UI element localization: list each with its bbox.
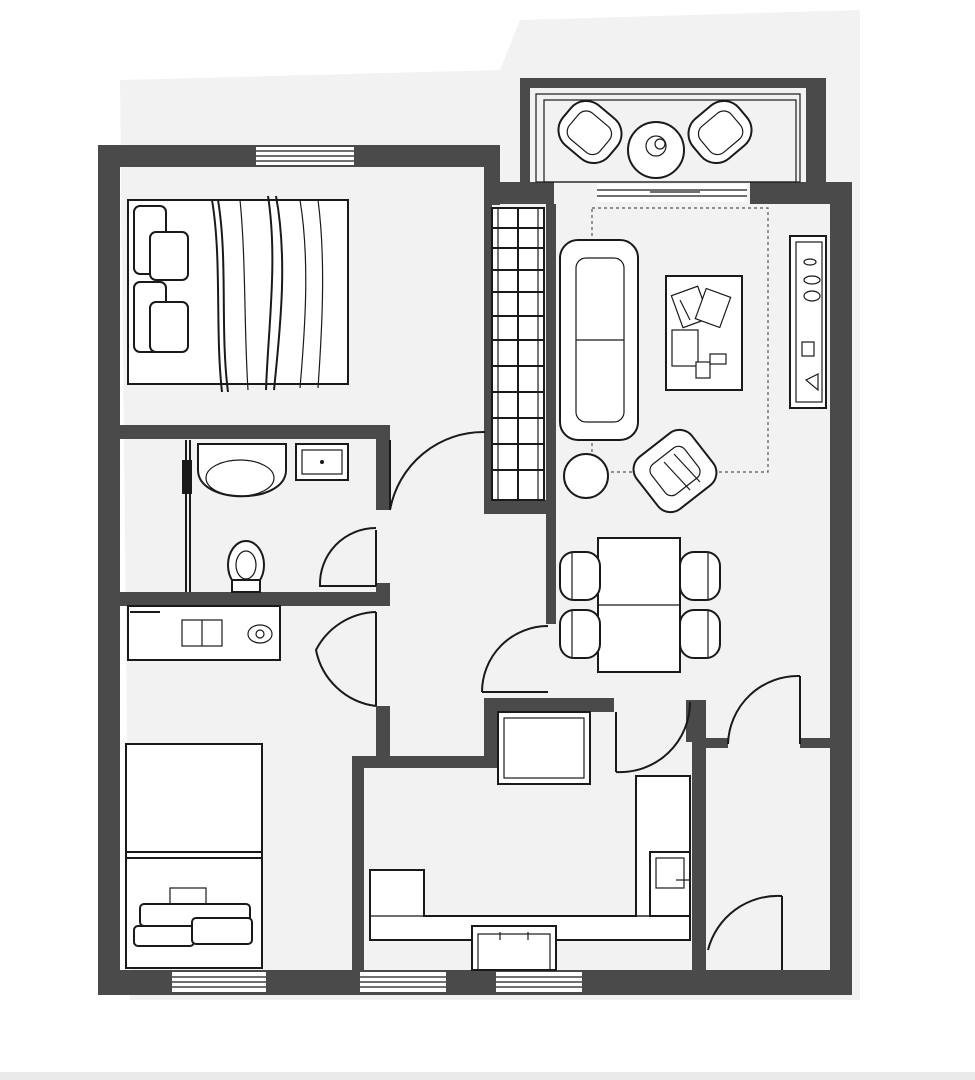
- window-kitchen-1: [360, 972, 446, 992]
- desk: [127, 605, 281, 661]
- coffee-table: [665, 275, 743, 391]
- bathroom: [182, 440, 349, 593]
- dining-chair-1: [559, 551, 601, 601]
- window-kitchen-2: [496, 972, 582, 992]
- bedroom-2: [125, 605, 281, 969]
- window-bedroom-1: [256, 147, 354, 165]
- fridge: [497, 711, 591, 785]
- balcony-table: [627, 121, 685, 179]
- bathtub: [197, 443, 287, 498]
- door-bedroom-2: [314, 611, 377, 707]
- dining-chair-3: [679, 551, 721, 601]
- door-kitchen: [615, 701, 692, 774]
- balcony: [535, 93, 801, 183]
- sofa: [559, 239, 639, 441]
- dining-chair-4: [679, 609, 721, 659]
- window-bedroom-2: [172, 972, 266, 992]
- door-living: [481, 625, 549, 693]
- windows: [172, 147, 747, 992]
- stove: [471, 925, 557, 971]
- interior-walls: [120, 204, 830, 970]
- kitchen: [369, 711, 691, 971]
- living-room: [559, 207, 827, 673]
- toilet: [227, 540, 265, 593]
- bedroom-1: [127, 195, 349, 393]
- armchair: [632, 428, 718, 514]
- dining-table: [597, 537, 681, 673]
- single-bed: [125, 743, 263, 969]
- door-entry-bottom: [707, 894, 783, 970]
- balcony-chair-left: [557, 99, 623, 165]
- wardrobe: [491, 207, 545, 501]
- balcony-chair-right: [687, 99, 753, 165]
- door-entry-top: [727, 674, 801, 745]
- sink: [649, 851, 691, 917]
- doors: [314, 430, 801, 970]
- washbasin: [295, 443, 349, 481]
- tv-unit: [789, 235, 827, 409]
- window-balcony-door: [597, 184, 747, 202]
- dining-chair-2: [559, 609, 601, 659]
- door-bedroom-1: [389, 430, 486, 511]
- entry: [692, 912, 706, 970]
- door-bathroom: [318, 527, 377, 587]
- side-table: [563, 453, 609, 499]
- double-bed: [127, 195, 349, 393]
